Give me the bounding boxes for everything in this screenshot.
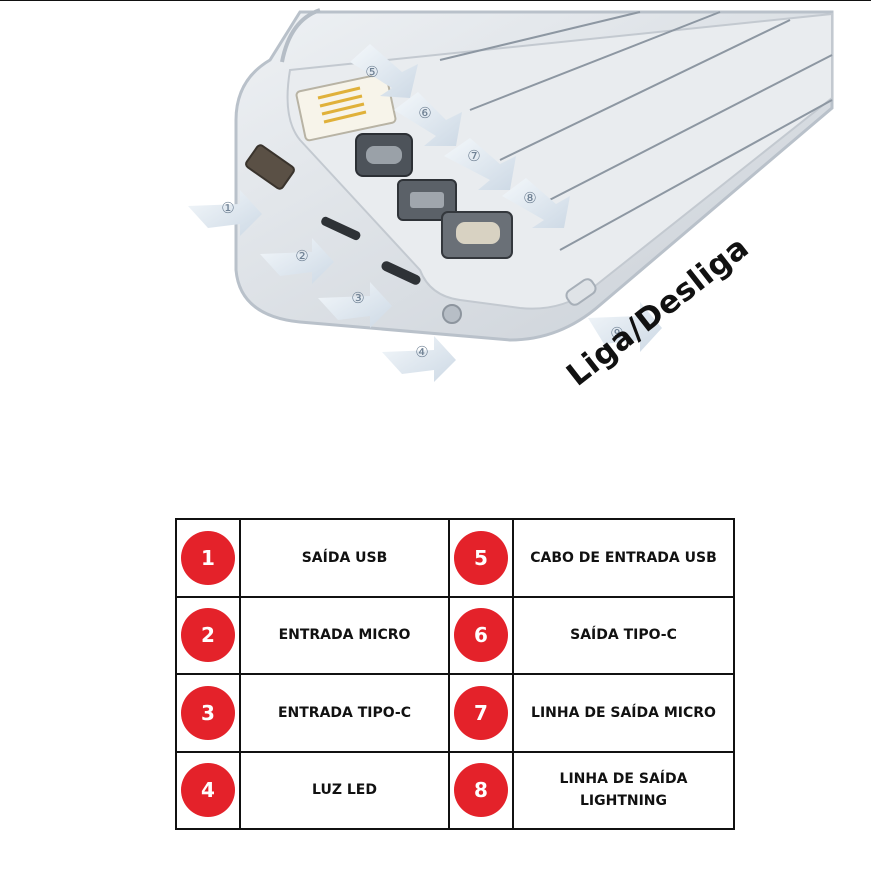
legend-label: SAÍDA USB: [301, 549, 388, 566]
number-badge: 1: [181, 530, 235, 585]
usb-port: [245, 144, 295, 190]
legend-number-cell: 1: [175, 518, 241, 598]
number-badge: 8: [454, 763, 508, 818]
micro-port: [321, 216, 361, 241]
callout-4-number: ④: [415, 343, 428, 361]
callout-5-number: ⑤: [365, 63, 378, 81]
lightning-connector: [441, 211, 513, 259]
callout-6-number: ⑥: [418, 104, 431, 122]
cable-channels: [439, 11, 833, 251]
legend-number-cell: 2: [175, 595, 241, 675]
legend-number-cell: 3: [175, 673, 241, 753]
type-c-connector: [355, 133, 413, 177]
legend-row: 1 SAÍDA USB 5 CABO DE ENTRADA USB: [175, 518, 735, 598]
callout-arrow-1: ①: [188, 190, 262, 236]
callout-3-number: ③: [351, 289, 364, 307]
number-badge: 2: [181, 608, 235, 663]
legend-row: 2 ENTRADA MICRO 6 SAÍDA TIPO-C: [175, 595, 735, 675]
usb-cable-connector: [295, 72, 397, 142]
callout-arrow-7: ⑦: [444, 138, 516, 190]
callout-2-number: ②: [295, 247, 308, 265]
legend-label-cell: CABO DE ENTRADA USB: [512, 518, 735, 598]
legend-label: LINHA DE SAÍDA MICRO: [531, 704, 716, 721]
legend-number-cell: 6: [448, 595, 514, 675]
number-badge: 7: [454, 685, 508, 740]
legend-row: 4 LUZ LED 8 LINHA DE SAÍDA LIGHTNING: [175, 750, 735, 830]
legend-label: CABO DE ENTRADA USB: [530, 549, 717, 566]
handle-loop: [280, 8, 321, 63]
legend-label: LINHA DE SAÍDA LIGHTNING: [559, 771, 688, 810]
legend-label-cell: ENTRADA MICRO: [239, 595, 450, 675]
power-switch: [565, 278, 597, 306]
legend-number-cell: 4: [175, 750, 241, 830]
callout-8-number: ⑧: [523, 189, 536, 207]
legend-label: ENTRADA TIPO-C: [277, 704, 412, 721]
led-light: [442, 304, 462, 324]
legend-row: 3 ENTRADA TIPO-C 7 LINHA DE SAÍDA MICRO: [175, 673, 735, 753]
number-badge: 3: [181, 685, 235, 740]
callout-arrow-8: ⑧: [502, 178, 570, 228]
legend-label-cell: LINHA DE SAÍDA MICRO: [512, 673, 735, 753]
legend-label-cell: ENTRADA TIPO-C: [239, 673, 450, 753]
micro-usb-connector: [397, 179, 457, 221]
legend-table: 1 SAÍDA USB 5 CABO DE ENTRADA USB 2 ENTR…: [175, 518, 735, 830]
legend-label-cell: SAÍDA TIPO-C: [512, 595, 735, 675]
number-badge: 6: [454, 608, 508, 663]
legend-label-cell: LINHA DE SAÍDA LIGHTNING: [512, 750, 735, 830]
callout-arrow-4: ④: [382, 336, 456, 382]
legend-number-cell: 8: [448, 750, 514, 830]
top-rule: [0, 0, 871, 1]
callout-1-number: ①: [221, 199, 234, 217]
power-bank-illustration: ① ② ③ ④ ⑤ ⑥ ⑦ ⑧ ⑨: [188, 8, 834, 382]
callout-9-number: ⑨: [610, 324, 623, 342]
callout-arrow-5: ⑤: [350, 44, 418, 98]
number-badge: 5: [454, 530, 508, 585]
legend-label-cell: SAÍDA USB: [239, 518, 450, 598]
callout-arrow-9: ⑨: [588, 302, 662, 352]
type-c-port: [381, 261, 421, 285]
callout-7-number: ⑦: [467, 147, 480, 165]
callout-arrow-3: ③: [318, 282, 392, 328]
legend-label: SAÍDA TIPO-C: [570, 627, 677, 644]
legend-label-cell: LUZ LED: [239, 750, 450, 830]
legend-label: ENTRADA MICRO: [278, 627, 411, 644]
legend-number-cell: 7: [448, 673, 514, 753]
callout-arrow-2: ②: [260, 238, 334, 284]
legend-label: LUZ LED: [312, 782, 377, 799]
callout-arrow-6: ⑥: [394, 92, 462, 146]
number-badge: 4: [181, 763, 235, 818]
legend-number-cell: 5: [448, 518, 514, 598]
